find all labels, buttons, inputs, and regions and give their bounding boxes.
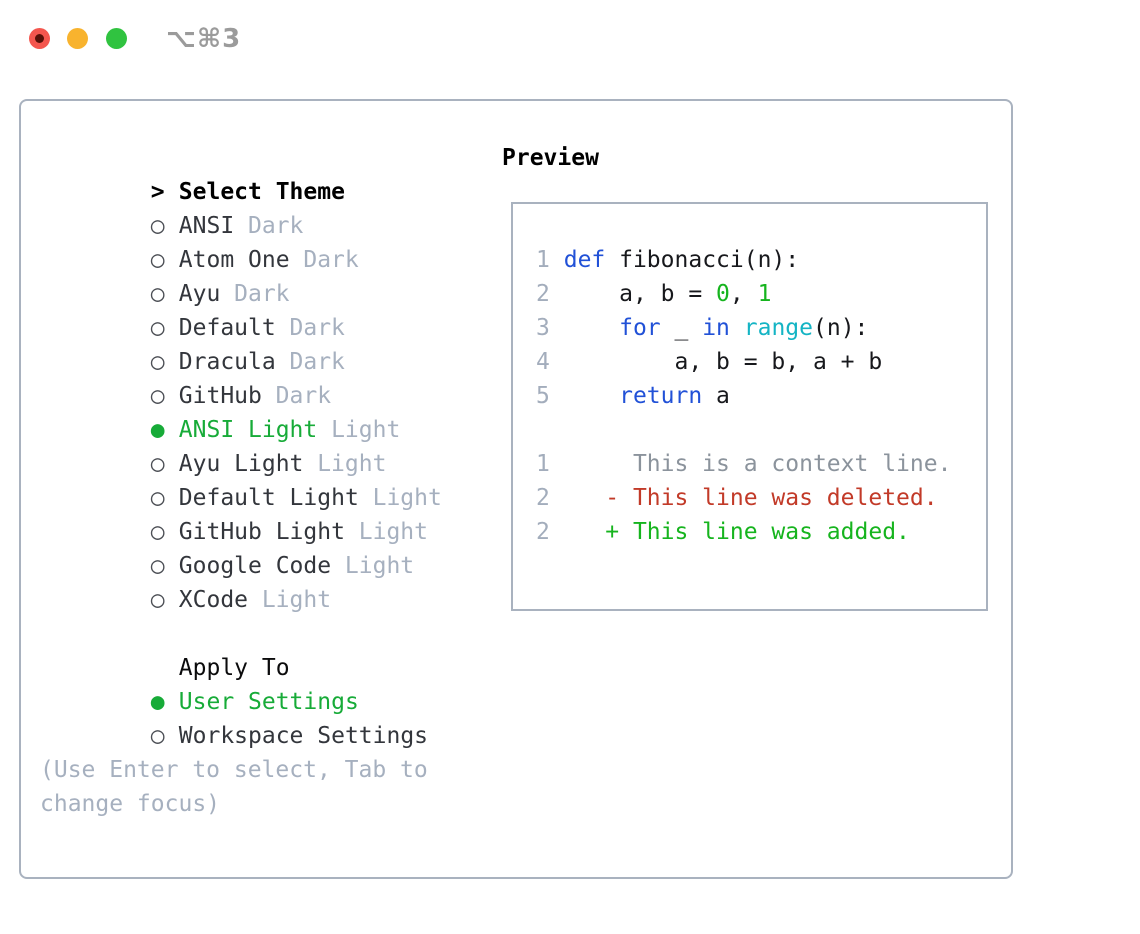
radio-icon: ○ — [150, 315, 165, 341]
line-number: 2 — [536, 519, 550, 545]
variant-badge: Light — [372, 485, 442, 511]
radio-icon: ○ — [150, 451, 165, 477]
apply-to-title: Apply To — [178, 655, 290, 681]
variant-badge: Dark — [275, 383, 332, 409]
radio-icon: ○ — [150, 485, 165, 511]
radio-icon: ○ — [150, 383, 165, 409]
variant-badge: Light — [331, 417, 401, 443]
radio-icon: ○ — [150, 723, 165, 749]
variant-badge: Light — [358, 519, 428, 545]
radio-selected-icon: ● — [150, 689, 165, 715]
variant-badge: Light — [261, 587, 332, 613]
keyboard-hint-line1: (Use Enter to select, Tab to — [40, 757, 428, 783]
variant-badge: Dark — [289, 315, 345, 341]
preview-title: Preview — [502, 145, 599, 171]
radio-icon: ○ — [150, 553, 165, 579]
line-number: 5 — [536, 383, 550, 409]
code-line: 2 + This line was added. — [536, 519, 910, 545]
line-number: 1 — [536, 247, 550, 273]
code-line: 1 This is a context line. — [536, 451, 952, 477]
preview-panel: 1 def fibonacci(n): 2 a, b = 0, 1 3 for _ … — [511, 202, 988, 611]
line-number: 3 — [536, 315, 550, 341]
radio-icon: ○ — [150, 213, 165, 239]
line-number: 2 — [536, 485, 550, 511]
code-line: 1 def fibonacci(n): — [536, 247, 800, 273]
close-button[interactable] — [29, 28, 50, 49]
select-theme-title: Select Theme — [178, 179, 345, 205]
close-button-dot — [35, 34, 44, 43]
code-preview: 1 def fibonacci(n): 2 a, b = 0, 1 3 for _ … — [536, 243, 951, 549]
radio-icon: ○ — [150, 247, 165, 273]
variant-badge: Dark — [234, 281, 290, 307]
select-theme-header: > Select Theme — [40, 141, 500, 205]
variant-badge: Light — [344, 553, 415, 579]
minimize-button[interactable] — [67, 28, 88, 49]
code-line: 4 a, b = b, a + b — [536, 349, 883, 375]
code-line: 5 return a — [536, 383, 730, 409]
code-line: 3 for _ in range(n): — [536, 315, 869, 341]
line-number: 2 — [536, 281, 550, 307]
radio-icon: ○ — [150, 349, 165, 375]
variant-badge: Dark — [247, 213, 304, 239]
variant-badge: Dark — [289, 349, 345, 375]
titlebar: ⌥⌘3 — [0, 0, 1140, 98]
prompt-icon: > — [150, 179, 165, 205]
variant-badge: Light — [317, 451, 387, 477]
code-line: 2 - This line was deleted. — [536, 485, 938, 511]
radio-icon: ○ — [150, 519, 165, 545]
apply-option-workspace-settings[interactable]: ○Workspace Settings — [40, 685, 500, 749]
line-number: 1 — [536, 451, 550, 477]
keyboard-hint-line2: change focus) — [40, 791, 221, 817]
code-line: 2 a, b = 0, 1 — [536, 281, 772, 307]
radio-icon: ○ — [150, 587, 165, 613]
apply-to-header: Apply To — [40, 617, 500, 681]
radio-icon: ○ — [150, 281, 165, 307]
apply-option-user-settings[interactable]: ●User Settings — [40, 651, 500, 715]
window-title-shortcut: ⌥⌘3 — [166, 24, 242, 54]
line-number: 4 — [536, 349, 550, 375]
variant-badge: Dark — [303, 247, 359, 273]
maximize-button[interactable] — [106, 28, 127, 49]
radio-selected-icon: ● — [150, 417, 165, 443]
code-line — [536, 413, 951, 447]
